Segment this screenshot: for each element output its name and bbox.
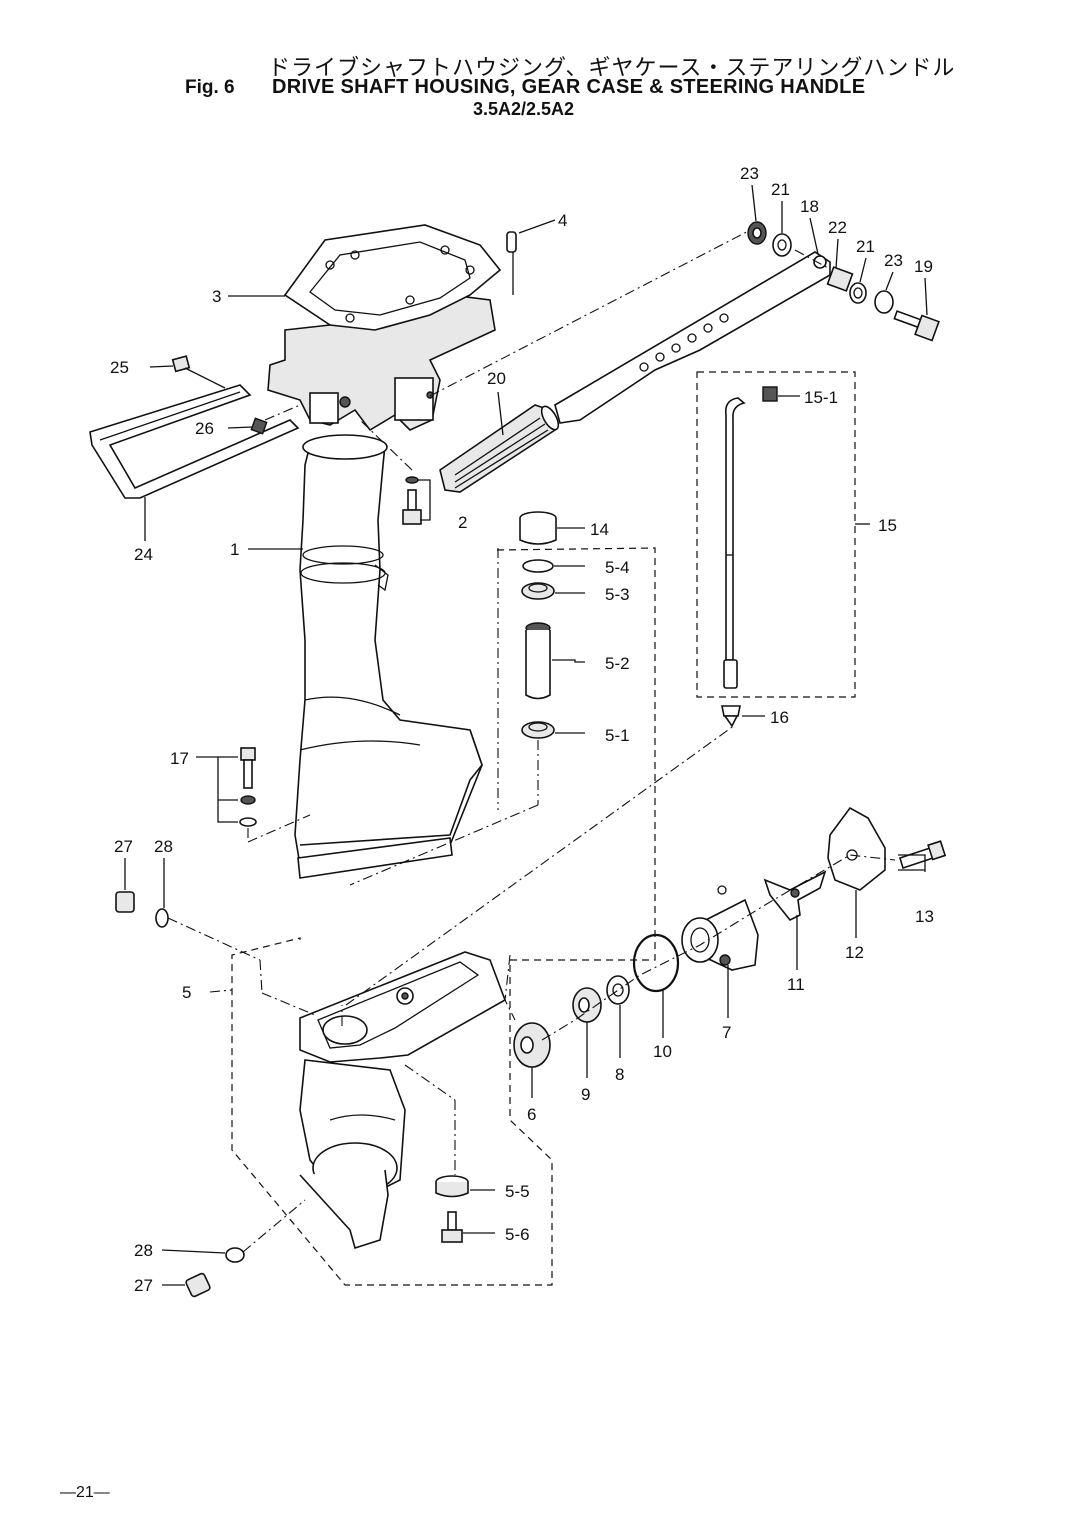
gear-case — [299, 951, 506, 1250]
label-6: 6 — [527, 1105, 536, 1124]
drain-screw-lower — [185, 1247, 245, 1298]
upper-mount-bracket — [267, 294, 496, 432]
steering-handle-bracket — [89, 384, 300, 499]
page-number: —21— — [60, 1484, 110, 1501]
dowel-pin — [506, 231, 517, 253]
label-21b: 21 — [856, 237, 875, 256]
model-number: 3.5A2/2.5A2 — [473, 99, 575, 119]
label-26: 26 — [195, 419, 214, 438]
water-pump-parts — [513, 806, 947, 1068]
label-18: 18 — [800, 197, 819, 216]
label-5-4: 5-4 — [605, 558, 630, 577]
label-5-5: 5-5 — [505, 1182, 530, 1201]
label-21a: 21 — [771, 180, 790, 199]
drain-screw-upper — [115, 891, 169, 928]
water-tube-parts — [519, 511, 557, 739]
title-japanese: ドライブシャフトハウジング、ギヤケース・ステアリングハンドル — [268, 56, 956, 81]
label-2: 2 — [458, 513, 467, 532]
label-17: 17 — [170, 749, 189, 768]
bolt-17 — [239, 747, 257, 827]
gasket — [283, 224, 502, 331]
bolt-25 — [171, 355, 226, 389]
label-5-1: 5-1 — [605, 726, 630, 745]
label-27b: 27 — [134, 1276, 153, 1295]
tiller-arm — [554, 251, 831, 424]
label-23a: 23 — [740, 164, 759, 183]
label-14: 14 — [590, 520, 609, 539]
shift-rod — [721, 386, 778, 728]
label-10: 10 — [653, 1042, 672, 1061]
label-20: 20 — [487, 369, 506, 388]
figure-label: Fig. 6 — [185, 77, 235, 98]
label-5: 5 — [182, 983, 191, 1002]
label-3: 3 — [212, 287, 221, 306]
label-5-2: 5-2 — [605, 654, 630, 673]
label-12: 12 — [845, 943, 864, 962]
label-22: 22 — [828, 218, 847, 237]
label-27a: 27 — [114, 837, 133, 856]
label-28b: 28 — [134, 1241, 153, 1260]
label-13: 13 — [915, 907, 934, 926]
label-9: 9 — [581, 1085, 590, 1104]
label-16: 16 — [770, 708, 789, 727]
label-19: 19 — [914, 257, 933, 276]
tiller-hardware — [747, 221, 940, 342]
label-5-3: 5-3 — [605, 585, 630, 604]
drive-shaft-housing — [294, 434, 483, 879]
group-15-boundary — [696, 371, 856, 698]
label-24: 24 — [134, 545, 153, 564]
group-5-boundary — [231, 547, 656, 1286]
label-23b: 23 — [884, 251, 903, 270]
label-15-1: 15-1 — [804, 388, 838, 407]
label-7: 7 — [722, 1023, 731, 1042]
handle-grip — [439, 404, 560, 493]
label-15: 15 — [878, 516, 897, 535]
bolt-2 — [402, 476, 422, 525]
callout-labels: 1 2 3 4 5 5-1 5-2 5-3 5-4 5-5 5-6 6 7 8 … — [110, 164, 934, 1295]
part-5-5-5-6 — [435, 1175, 469, 1243]
label-1: 1 — [230, 540, 239, 559]
title-english: DRIVE SHAFT HOUSING, GEAR CASE & STEERIN… — [272, 76, 866, 98]
label-8: 8 — [615, 1065, 624, 1084]
label-28a: 28 — [154, 837, 173, 856]
label-25: 25 — [110, 358, 129, 377]
label-4: 4 — [558, 211, 567, 230]
nut-26 — [250, 417, 268, 435]
label-11: 11 — [787, 975, 805, 994]
label-5-6: 5-6 — [505, 1225, 530, 1244]
